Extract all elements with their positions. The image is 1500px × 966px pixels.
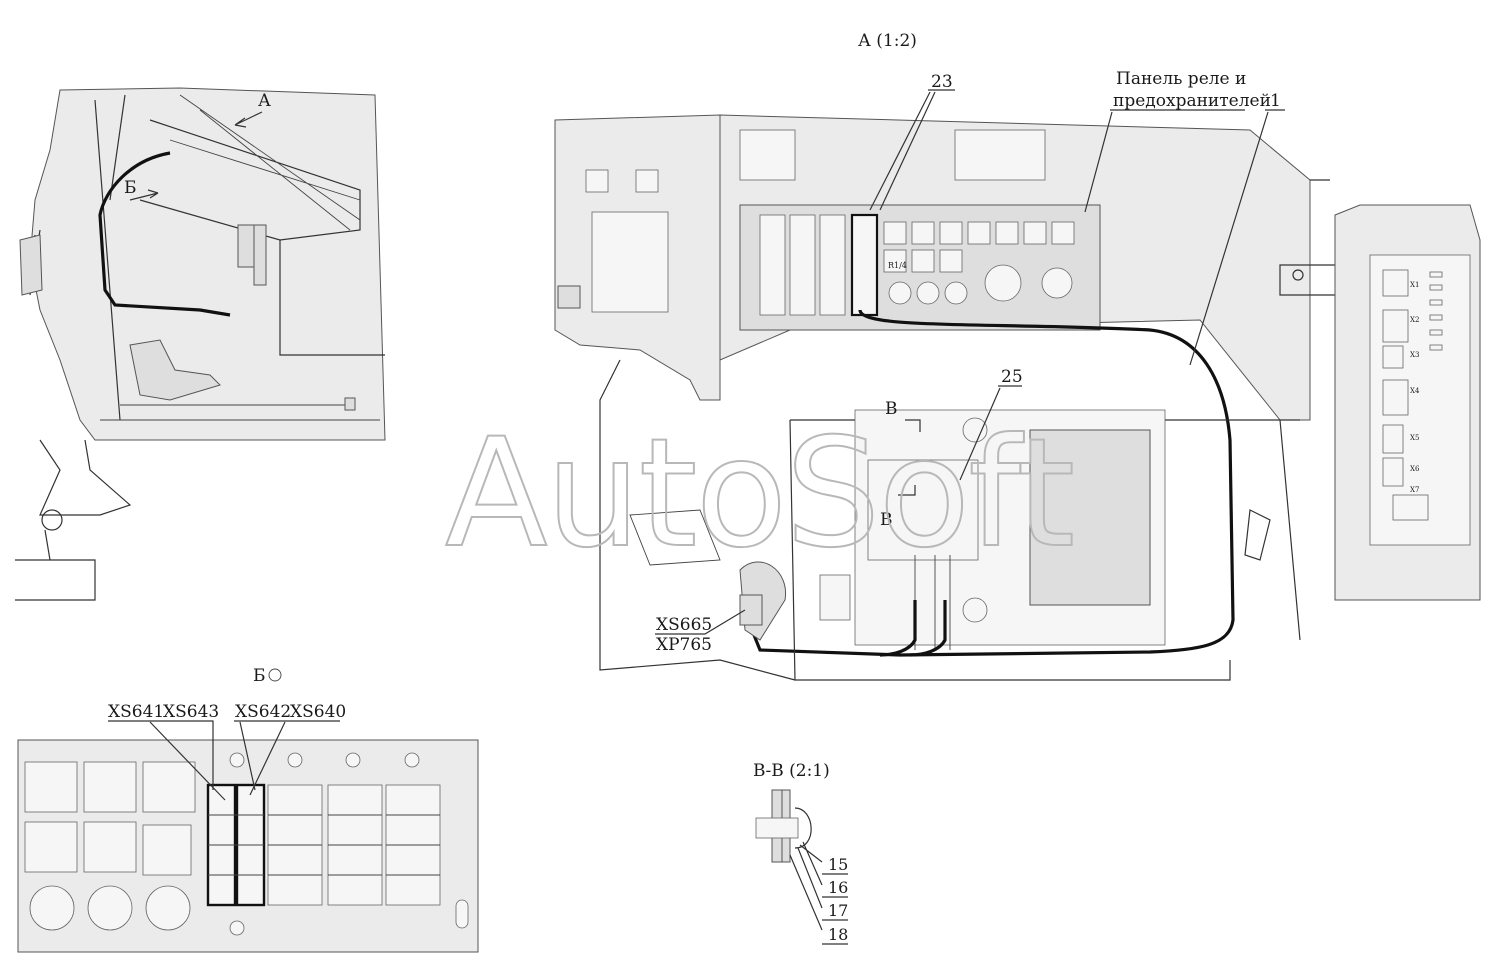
xs640-label: XS640 [290,702,346,722]
connector-x5: X5 [1410,434,1419,442]
cab-side-view: А Б [15,87,386,601]
part-15: 15 [828,855,848,874]
xs642-label: XS642 [235,702,291,722]
part-17: 17 [828,901,848,920]
section-title: В-В (2:1) [753,761,830,781]
connector-x6: X6 [1410,465,1420,473]
view-a-body: R1/4 23 Панель реле и предохранителей 1 … [554,69,1381,681]
arrow-a-label: А [258,91,271,111]
view-b-panel: XS641 XS643 XS642 XS640 [17,702,479,953]
view-a-title: А (1:2) [858,31,917,51]
view-b-title: Б [253,666,266,686]
section-b-b: 15 16 17 18 [755,789,848,945]
callout-1: 1 [1270,91,1281,111]
xp765-label: XP765 [656,635,712,655]
watermark: AutoSoft [445,407,1073,581]
part-18: 18 [828,925,848,944]
arrow-b-label: Б [124,178,137,198]
fuse-panel-23: R1/4 [759,213,1075,317]
fuse-block-label: R1/4 [888,261,907,270]
xs665-label: XS665 [656,615,712,635]
xs641-label: XS641 [108,702,164,722]
connector-x1: X1 [1410,281,1419,289]
xs643-label: XS643 [163,702,219,722]
connector-block: X1 X2 X3 X4 X5 X6 X7 [1334,204,1481,601]
relay-panel-label-2: предохранителей [1113,91,1271,111]
connector-x7: X7 [1410,486,1419,494]
connector-x2: X2 [1410,316,1419,324]
section-mark-top: В [885,399,898,419]
callout-25: 25 [1001,367,1023,387]
connector-x4: X4 [1410,387,1420,395]
section-mark-bottom: В [880,510,893,530]
relay-panel-label-1: Панель реле и [1116,69,1246,89]
part-16: 16 [828,878,848,897]
callout-23: 23 [931,72,953,92]
connector-x3: X3 [1410,351,1419,359]
